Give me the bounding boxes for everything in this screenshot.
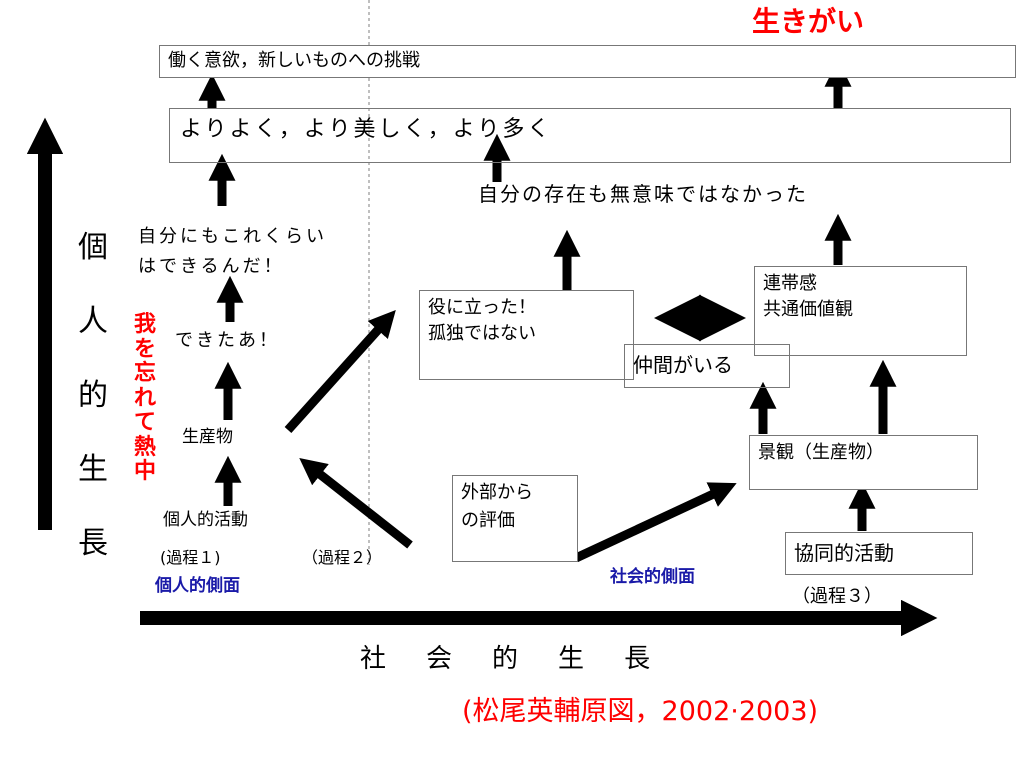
box-landscape: 景観（生産物） <box>749 435 978 490</box>
axis-char: 生 <box>558 644 585 674</box>
axis-char: 会 <box>426 644 453 674</box>
axis-char: 長 <box>78 526 108 561</box>
axis-char: 生 <box>78 452 108 487</box>
box-friends-text: 仲間がいる <box>633 353 733 377</box>
arrow-diagonal <box>284 309 396 434</box>
absorbed-char: を <box>134 336 157 362</box>
absorbed-char: れ <box>134 385 157 411</box>
absorbed-char: 忘 <box>134 361 157 386</box>
label-individual-aspect: 個人的側面 <box>155 576 240 596</box>
label-capable-2: はできるんだ！ <box>138 256 285 277</box>
box-motivation-text: 働く意欲，新しいものへの挑戦 <box>168 50 420 71</box>
label-process2: （過程２） <box>302 548 383 567</box>
axis-char: 人 <box>78 304 108 339</box>
box-better: よりよく，より美しく，より多く <box>169 108 1011 163</box>
arrow-diagonal <box>574 482 737 563</box>
box-external-line2: の評価 <box>461 510 515 531</box>
absorbed-char: 熱 <box>134 434 157 460</box>
label-capable-1: 自分にもこれくらい <box>138 226 327 247</box>
axis-char: 的 <box>78 378 108 413</box>
box-friends: 仲間がいる <box>624 344 790 388</box>
box-solidarity-line1: 連帯感 <box>763 273 817 294</box>
box-cooperative-text: 協同的活動 <box>794 541 894 565</box>
axis-char: 個 <box>78 230 108 265</box>
arrow-diagonal <box>299 457 413 549</box>
axis-char: 長 <box>624 644 651 674</box>
vertical-axis-label: 個 人 的 生 長 <box>78 222 108 562</box>
axis-char: 社 <box>360 644 387 674</box>
label-meaningful: 自分の存在も無意味ではなかった <box>478 182 808 206</box>
box-motivation: 働く意欲，新しいものへの挑戦 <box>159 45 1016 78</box>
citation: (松尾英輔原図，2002·2003) <box>462 696 819 727</box>
label-product: 生産物 <box>182 427 233 447</box>
label-absorbed: 我 を 忘 れ て 熱 中 <box>134 312 157 485</box>
box-solidarity: 連帯感 共通価値観 <box>754 266 967 356</box>
box-cooperative: 協同的活動 <box>785 532 973 575</box>
box-external: 外部から の評価 <box>452 475 578 562</box>
label-process1: (過程１) <box>160 548 221 567</box>
absorbed-char: 中 <box>134 459 157 484</box>
box-useful-line2: 孤独ではない <box>428 323 536 344</box>
box-better-text: よりよく，より美しく，より多く <box>180 117 553 142</box>
axis-char: 的 <box>492 644 519 674</box>
box-external-line1: 外部から <box>461 482 533 503</box>
box-solidarity-line2: 共通価値観 <box>763 299 853 320</box>
box-useful: 役に立った！ 孤独ではない <box>419 290 634 380</box>
label-process3: （過程３） <box>792 586 882 607</box>
label-individual-activity: 個人的活動 <box>163 510 248 530</box>
box-landscape-text: 景観（生産物） <box>758 442 884 463</box>
title-ikigai: 生きがい <box>752 5 865 38</box>
horizontal-axis-label: 社 会 的 生 長 <box>360 638 650 675</box>
absorbed-char: 我 <box>134 312 157 337</box>
label-social-aspect: 社会的側面 <box>610 567 695 587</box>
label-did-it: できたあ！ <box>175 330 280 351</box>
absorbed-char: て <box>134 410 157 435</box>
box-useful-line1: 役に立った！ <box>428 297 536 318</box>
